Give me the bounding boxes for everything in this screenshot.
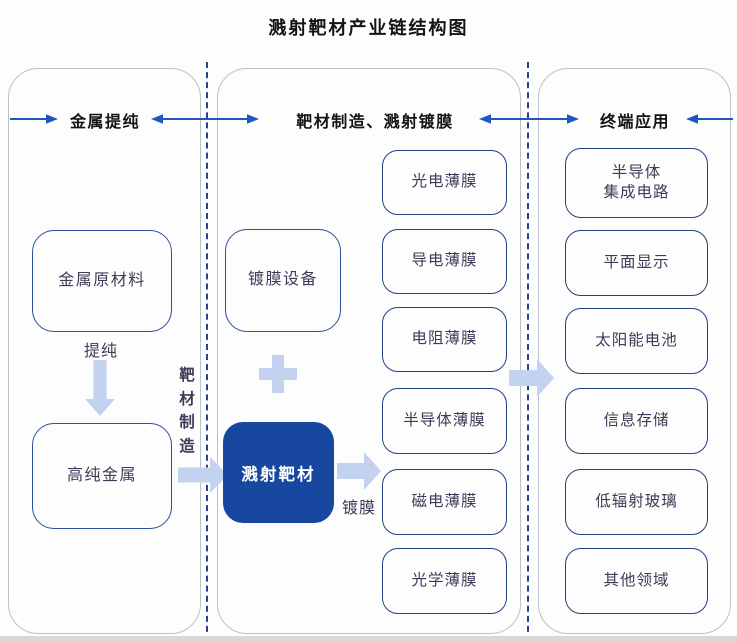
section-container-end-applications (538, 68, 731, 634)
block-arrow-right-icon (509, 359, 554, 397)
plus-icon (259, 355, 297, 393)
box-app-information-storage: 信息存储 (565, 388, 708, 454)
arrow-right-icon (10, 114, 58, 124)
header-metal-purification: 金属提纯 (69, 114, 140, 131)
box-coating-equipment: 镀膜设备 (225, 229, 341, 332)
label-target-manufacturing-vertical: 靶材制造 (179, 367, 195, 455)
box-film-magnetoelectric: 磁电薄膜 (382, 469, 507, 535)
label-purify: 提纯 (83, 343, 118, 360)
header-end-applications: 终端应用 (599, 114, 670, 131)
arrow-left-icon (686, 114, 733, 124)
box-app-semiconductor-ic: 半导体 集成电路 (565, 148, 708, 218)
box-app-other-fields: 其他领域 (565, 548, 708, 614)
block-arrow-right-icon (178, 457, 228, 493)
box-high-purity-metal: 高纯金属 (32, 423, 172, 529)
box-app-flat-panel-display: 平面显示 (565, 230, 708, 296)
arrow-double-icon (479, 114, 579, 124)
section-container-metal-purification (8, 68, 201, 634)
box-film-resistive: 电阻薄膜 (382, 307, 507, 372)
box-app-low-e-glass: 低辐射玻璃 (565, 469, 708, 535)
bottom-edge-strip (0, 636, 737, 642)
dashed-divider-right (527, 62, 529, 642)
block-arrow-down-icon (85, 360, 115, 416)
box-film-photoelectric: 光电薄膜 (382, 150, 507, 215)
arrow-double-icon (151, 114, 259, 124)
section-container-target-manufacturing (217, 68, 521, 634)
box-film-conductive: 导电薄膜 (382, 229, 507, 294)
diagram-title: 溅射靶材产业链结构图 (268, 18, 469, 38)
dashed-divider-left (206, 62, 208, 642)
box-sputtering-target: 溅射靶材 (223, 422, 334, 523)
box-app-solar-cell: 太阳能电池 (565, 308, 708, 374)
header-target-manufacturing: 靶材制造、溅射镀膜 (296, 114, 454, 131)
label-coating: 镀膜 (341, 500, 376, 517)
block-arrow-right-icon (337, 452, 381, 490)
box-film-semiconductor: 半导体薄膜 (382, 388, 507, 454)
box-film-optical: 光学薄膜 (382, 548, 507, 614)
box-raw-material: 金属原材料 (32, 230, 172, 332)
